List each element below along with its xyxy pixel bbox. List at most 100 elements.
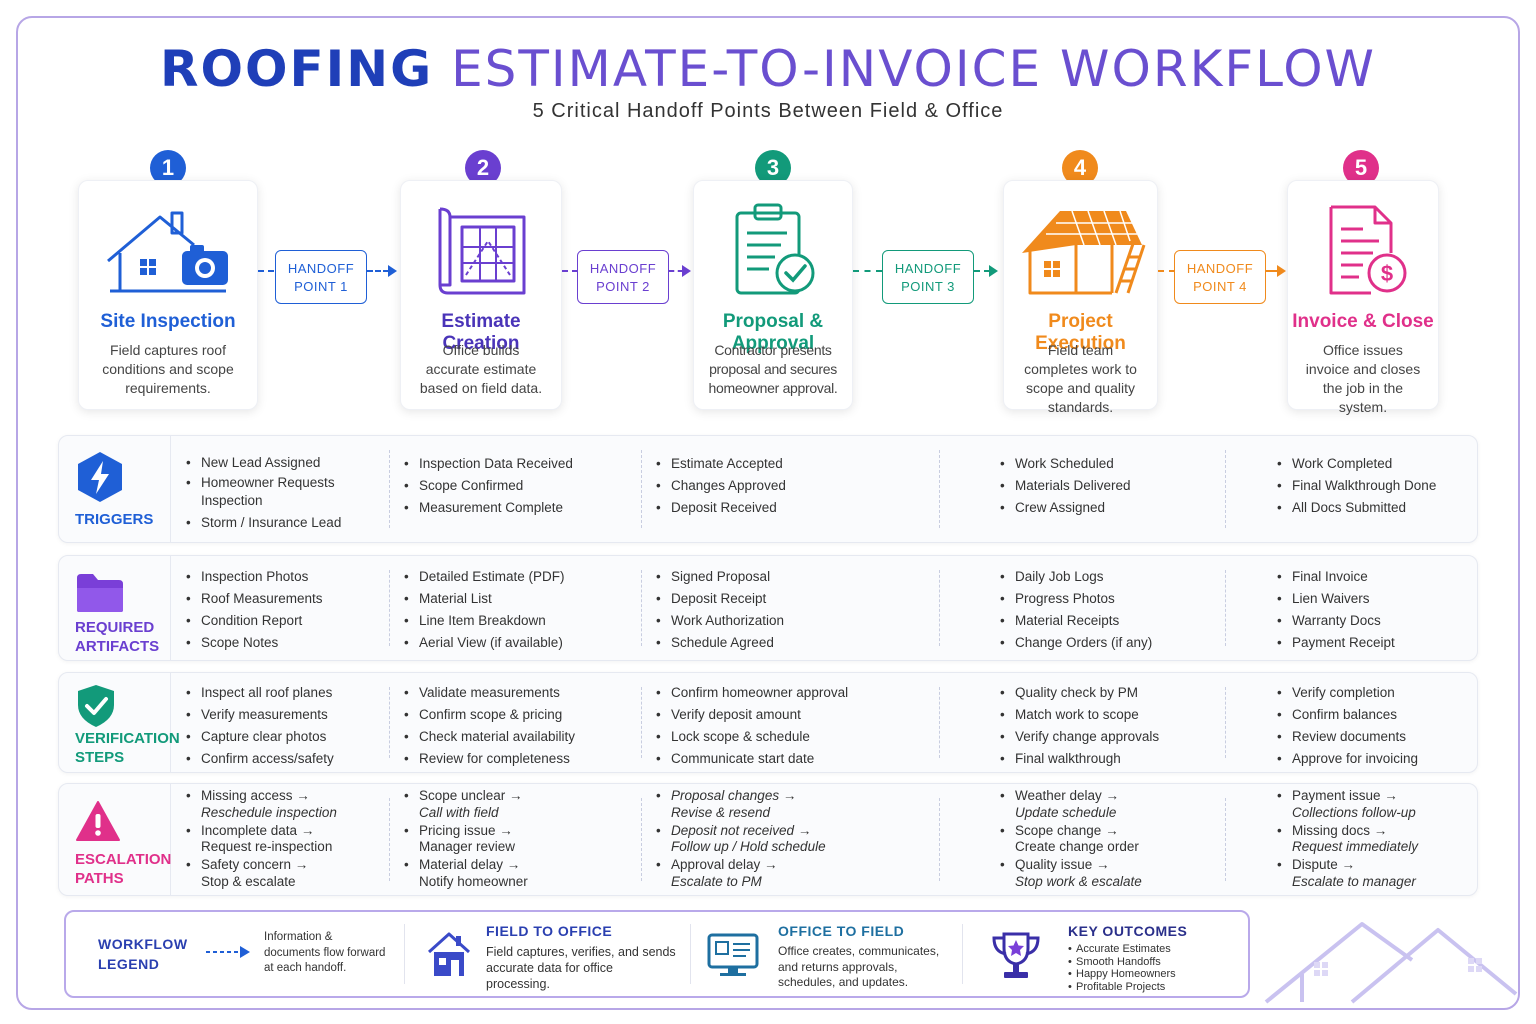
escalation-item: Dispute →Escalate to manager xyxy=(1277,857,1471,890)
lightning-icon xyxy=(78,452,122,502)
handoff-1-line-out xyxy=(367,270,389,272)
page-subtitle: 5 Critical Handoff Points Between Field … xyxy=(532,100,1004,122)
escalation-action: Request immediately xyxy=(1292,839,1419,854)
handoff-4-line-in xyxy=(1158,270,1175,272)
escalation-issue: Deposit not received → xyxy=(671,822,812,838)
legend-flow-text: Information & documents flow forward at … xyxy=(264,931,386,974)
row-label-text: TRIGGERS xyxy=(75,511,154,528)
stage-title: Invoice & Close xyxy=(1292,311,1434,332)
escalation-item: Approval delay →Escalate to PM xyxy=(656,857,931,890)
handoff-2-line-in xyxy=(562,270,578,272)
escalation-action: Collections follow-up xyxy=(1292,804,1416,820)
stage-card-proposal-approval[interactable]: Proposal & Approval Contractor presents … xyxy=(693,180,853,410)
escalation-action: Create change order xyxy=(1015,839,1139,854)
legend-key-outcomes-title: KEY OUTCOMES xyxy=(1068,923,1188,939)
escalation-action: Update schedule xyxy=(1015,804,1117,820)
escalation-issue: Proposal changes → xyxy=(671,788,797,803)
handoff-4-line-out xyxy=(1266,270,1278,272)
stage-desc: Contractor presents proposal and secures… xyxy=(708,342,838,396)
stage-card-invoice-close[interactable]: $ Invoice & Close Office issues invoice … xyxy=(1287,180,1439,415)
invoice-dollar-icon: $ xyxy=(1288,201,1438,301)
stage-card-estimate-creation[interactable]: Estimate Creation Office builds accurate… xyxy=(400,180,562,410)
escalation-item: Deposit not received →Follow up / Hold s… xyxy=(656,822,931,856)
arrow-right-icon xyxy=(206,946,250,958)
stage-title: Project Execution xyxy=(1035,311,1126,354)
escalation-item: Safety concern →Stop & escalate xyxy=(186,857,381,890)
escalation-item: Material delay →Notify homeowner xyxy=(404,857,633,890)
arrow-right-icon xyxy=(1277,265,1286,277)
blueprint-icon xyxy=(401,201,561,301)
escalation-issue: Material delay → xyxy=(419,857,521,872)
escalation-issue: Pricing issue → xyxy=(419,822,513,838)
shield-check-icon xyxy=(78,685,114,727)
stage-title: Estimate Creation xyxy=(441,311,521,354)
legend-field-to-office-title: FIELD TO OFFICE xyxy=(486,923,613,939)
escalation-item: Pricing issue →Manager review xyxy=(404,822,633,856)
escalation-item: Scope unclear →Call with field xyxy=(404,788,633,821)
computer-monitor-icon xyxy=(707,933,759,976)
escalation-action: Manager review xyxy=(419,839,516,854)
escalation-action: Call with field xyxy=(419,804,499,820)
escalation-issue: Incomplete data → xyxy=(201,822,315,838)
house-camera-icon xyxy=(79,201,257,301)
escalation-issue: Missing access → xyxy=(201,788,310,803)
escalation-item: Payment issue →Collections follow-up xyxy=(1277,788,1471,821)
legend-office-to-field-text: Office creates, communicates, and return… xyxy=(778,944,940,989)
escalation-action: Stop work & escalate xyxy=(1015,873,1142,889)
escalation-action: Reschedule inspection xyxy=(201,804,337,820)
escalation-item: Incomplete data →Request re-inspection xyxy=(186,822,381,856)
escalation-issue: Dispute → xyxy=(1292,857,1356,872)
arrow-right-icon xyxy=(989,265,998,277)
row-triggers: TRIGGERS New Lead Assigned Homeowner Req… xyxy=(58,435,1478,543)
stage-desc: Office issues invoice and closes the job… xyxy=(1305,342,1421,415)
escalation-item: Proposal changes →Revise & resend xyxy=(656,788,931,821)
stage-title: Site Inspection xyxy=(100,311,236,332)
row-label: TRIGGERS xyxy=(59,436,171,542)
escalation-item: Missing access →Reschedule inspection xyxy=(186,788,381,821)
escalation-issue: Payment issue → xyxy=(1292,788,1398,803)
legend-key-outcomes-list: Accurate Estimates Smooth Handoffs Happy… xyxy=(1068,943,1176,993)
escalation-action: Request re-inspection xyxy=(201,839,333,854)
escalation-issue: Scope unclear → xyxy=(419,788,523,803)
handoff-1-line-in xyxy=(258,270,274,272)
handoff-3-line-in xyxy=(853,270,882,272)
stage-desc: Office builds accurate estimate based on… xyxy=(419,342,543,396)
triggers-col-1: New Lead Assigned Homeowner Requests Ins… xyxy=(171,436,389,542)
handoff-3-line-out xyxy=(974,270,990,272)
escalation-action: Escalate to manager xyxy=(1292,873,1416,889)
stage-desc: Field team completes work to scope and q… xyxy=(1024,342,1137,415)
escalation-action: Follow up / Hold schedule xyxy=(671,839,826,854)
handoff-2-line-out xyxy=(669,270,683,272)
roof-ladder-icon xyxy=(1004,201,1157,301)
stage-desc: Field captures roof conditions and scope… xyxy=(102,342,234,396)
house-watermark-icon xyxy=(1264,922,1518,1004)
house-icon xyxy=(427,932,471,976)
arrow-right-icon xyxy=(682,265,691,277)
legend-field-to-office-text: Field captures, verifies, and sends accu… xyxy=(486,945,676,991)
arrow-right-icon xyxy=(388,265,397,277)
escalation-item: Quality issue →Stop work & escalate xyxy=(1000,857,1217,890)
title-rest: ESTIMATE-TO-INVOICE WORKFLOW xyxy=(451,40,1376,98)
svg-text:$: $ xyxy=(1381,261,1393,286)
escalation-action: Stop & escalate xyxy=(201,873,296,889)
escalation-issue: Quality issue → xyxy=(1015,857,1110,872)
clipboard-check-icon xyxy=(694,201,852,301)
escalation-action: Revise & resend xyxy=(671,804,771,820)
stage-card-site-inspection[interactable]: Site Inspection Field captures roof cond… xyxy=(78,180,258,410)
escalation-issue: Missing docs → xyxy=(1292,822,1388,838)
stage-card-project-execution[interactable]: Project Execution Field team completes w… xyxy=(1003,180,1158,415)
